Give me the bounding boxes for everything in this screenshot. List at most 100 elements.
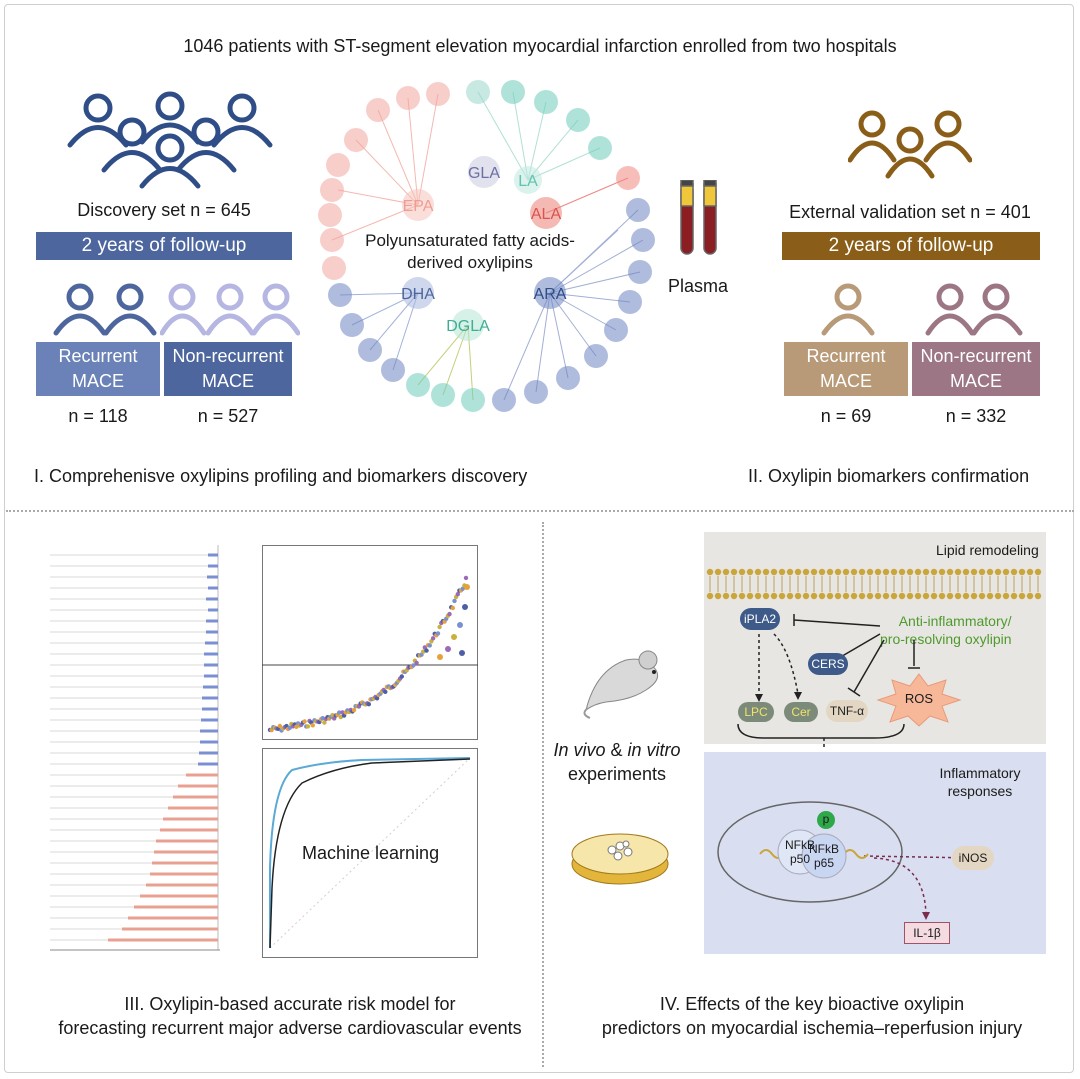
lipid-head [706, 568, 714, 576]
lipid-head [962, 568, 970, 576]
importance-bar [200, 729, 218, 733]
importance-bar [202, 707, 218, 711]
lipid-head [714, 592, 722, 600]
lipid-head [954, 568, 962, 576]
mouse-icon [583, 650, 659, 719]
importance-bar [150, 872, 218, 876]
importance-bar [122, 927, 218, 931]
validation-nonrecurrent-box: Non-recurrent MACE [912, 342, 1040, 396]
lipid-head [874, 568, 882, 576]
nfkb-p65-label: NFkB p65 [809, 842, 839, 870]
importance-bar [204, 674, 218, 678]
nucleus-diagram [717, 801, 980, 920]
lipid-head [746, 592, 754, 600]
lipid-head [858, 592, 866, 600]
discovery-followup-bar: 2 years of follow-up [36, 232, 292, 260]
machine-learning-label: Machine learning [302, 843, 440, 863]
section-3-caption: III. Oxylipin-based accurate risk model … [58, 994, 522, 1038]
vertical-divider [542, 522, 544, 1067]
importance-bar [208, 586, 218, 590]
ipla2-node: iPLA2 [740, 608, 780, 630]
node-dgla: DGLA [446, 318, 490, 335]
scatter-point [310, 723, 315, 728]
lipid-head [842, 592, 850, 600]
recurrent-mace-box: Recurrent MACE [36, 342, 160, 396]
lipid-head [706, 592, 714, 600]
lipid-head [898, 592, 906, 600]
importance-bar [168, 806, 218, 810]
importance-bar [173, 795, 218, 799]
lipid-head [986, 592, 994, 600]
lipid-head [850, 592, 858, 600]
scatter-point [437, 654, 443, 660]
lipid-head [874, 592, 882, 600]
lipid-head [930, 592, 938, 600]
validation-set-label: External validation set n = 401 [789, 202, 1031, 222]
scatter-point [414, 660, 419, 666]
scatter-point [320, 716, 325, 721]
validation-people-icon [848, 110, 972, 179]
scatter-point [463, 575, 469, 581]
cer-node: Cer [784, 702, 818, 722]
scatter-point [452, 598, 457, 604]
lipid-head [810, 568, 818, 576]
lipid-head [1010, 592, 1018, 600]
scatter-point [430, 636, 436, 641]
importance-bar [202, 696, 218, 700]
lipid-bilayer [706, 568, 1042, 600]
scatter-point [366, 702, 371, 707]
importance-bar [207, 575, 218, 579]
n-nonrecurrent-discovery: n = 527 [197, 406, 259, 426]
importance-bar [156, 839, 218, 843]
scatter-point [411, 663, 416, 668]
scatter-point [427, 643, 432, 648]
lipid-head [994, 568, 1002, 576]
nfkb-p50-label: NFkB p50 [785, 838, 815, 866]
scatter-point [421, 649, 426, 654]
horizontal-divider [6, 510, 1074, 512]
figure-title: 1046 patients with ST-segment elevation … [183, 36, 897, 56]
importance-bar [201, 718, 218, 722]
importance-bar [134, 905, 218, 909]
lipid-head [1026, 568, 1034, 576]
importance-bar [160, 828, 218, 832]
scatter-point [460, 586, 465, 591]
n-nonrecurrent-validation: n = 332 [945, 406, 1007, 426]
lipid-head [954, 592, 962, 600]
lipid-head [978, 568, 986, 576]
lipid-head [778, 568, 786, 576]
petri-dish-icon [571, 833, 669, 885]
lipid-remodeling-label: Lipid remodeling [936, 542, 1039, 558]
node-gla: GLA [468, 165, 500, 182]
scatter-point [464, 584, 470, 590]
scatter-point [462, 604, 468, 610]
lipid-head [970, 592, 978, 600]
lipid-head [786, 568, 794, 576]
scatter-point [445, 646, 451, 652]
lipid-head [762, 568, 770, 576]
lipid-head [738, 568, 746, 576]
importance-bar [154, 850, 218, 854]
lipid-head [834, 568, 842, 576]
lipid-head [834, 592, 842, 600]
plasma-tubes-icon [680, 180, 717, 255]
ros-burst-icon [876, 673, 962, 727]
lipid-head [818, 592, 826, 600]
importance-bar [200, 740, 218, 744]
lipid-head [826, 568, 834, 576]
n-recurrent-discovery: n = 118 [68, 406, 128, 426]
validation-nonrecurrent-icon [925, 283, 1023, 336]
lipid-head [1034, 568, 1042, 576]
lipid-head [946, 592, 954, 600]
inos-node: iNOS [952, 846, 994, 870]
node-la: LA [518, 173, 538, 190]
roc-curve-panel [262, 748, 478, 958]
figure-frame [4, 4, 1074, 1073]
lipid-head [906, 592, 914, 600]
lipid-head [978, 592, 986, 600]
lipid-head [722, 568, 730, 576]
scatter-point [351, 707, 357, 713]
discovery-set-label: Discovery set n = 645 [77, 200, 251, 220]
lipid-head [1002, 592, 1010, 600]
il1b-node: IL-1β [904, 922, 950, 944]
